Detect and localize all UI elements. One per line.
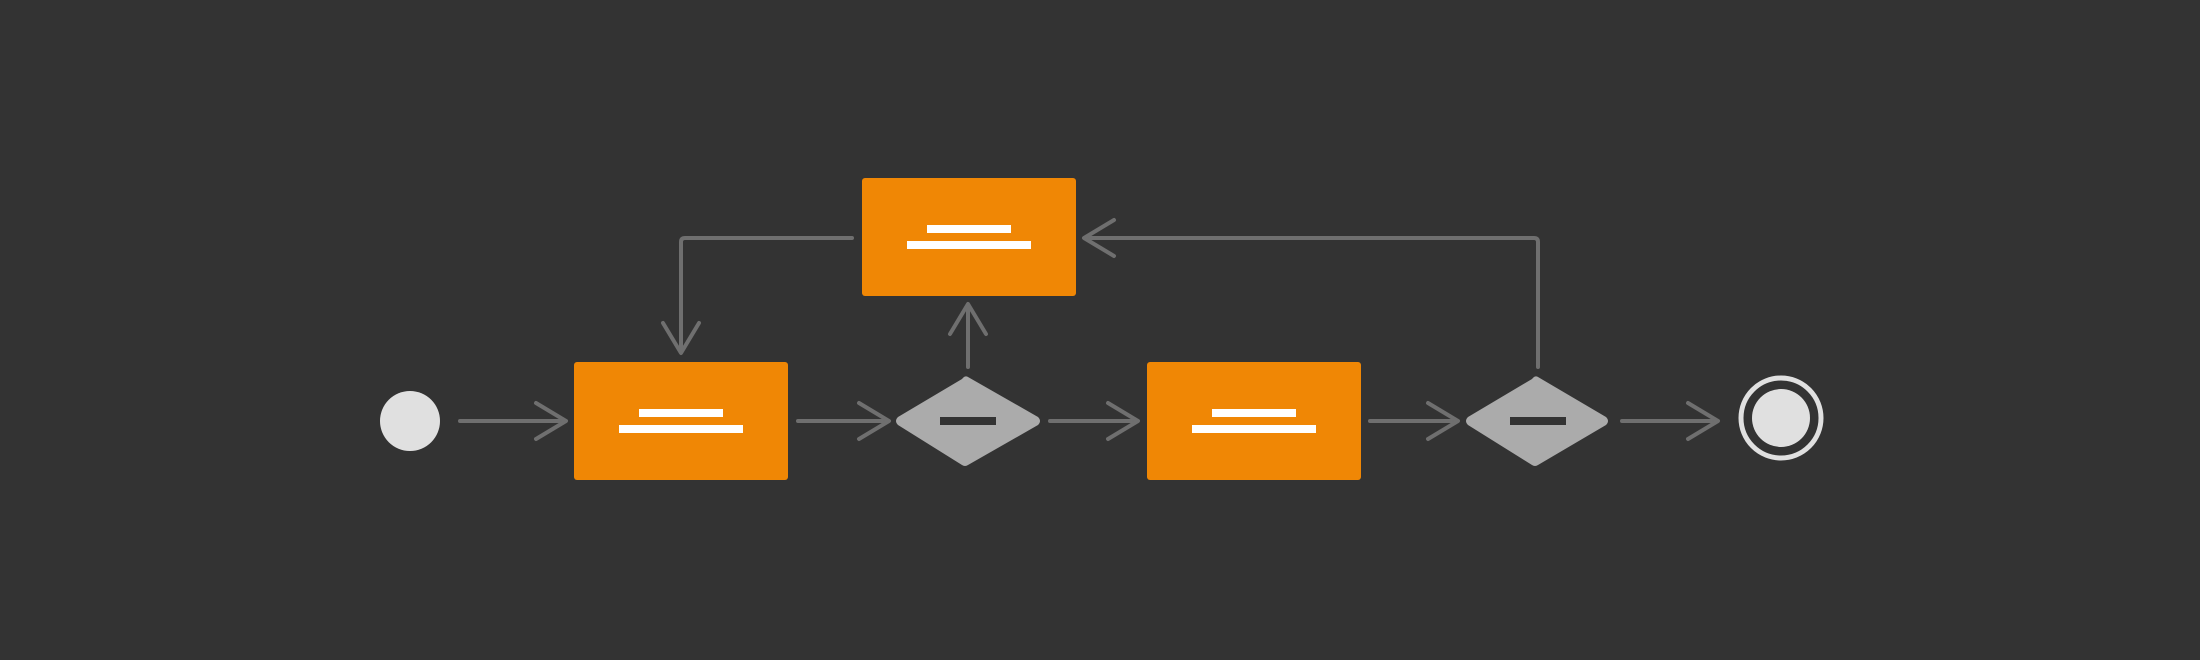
arrowhead-icon: [1686, 401, 1720, 441]
edge-action-2-to-action-1: [661, 236, 854, 355]
text-placeholder-line: [927, 225, 1011, 233]
text-placeholder-line: [1510, 417, 1566, 425]
text-placeholder-line: [907, 241, 1031, 249]
final-node: [1738, 375, 1824, 461]
text-placeholder-line: [940, 417, 996, 425]
decision-node-1: [896, 376, 1040, 466]
initial-node: [380, 391, 440, 451]
edge-action-3-to-decision-2: [1368, 401, 1460, 441]
arrowhead-icon: [1426, 401, 1460, 441]
edge-start-to-action-1: [458, 401, 568, 441]
text-placeholder-line: [1212, 409, 1296, 417]
edge-decision-2-to-end: [1620, 401, 1720, 441]
arrowhead-icon: [534, 401, 568, 441]
edge-action-1-to-decision-1: [796, 401, 891, 441]
action-node-1: [574, 362, 788, 480]
arrowhead-icon: [661, 321, 701, 355]
edge-decision-1-to-action-2: [948, 302, 988, 369]
arrowhead-icon: [1106, 401, 1140, 441]
decision-node-2: [1466, 376, 1608, 466]
arrowhead-icon: [857, 401, 891, 441]
connectors: [458, 218, 1720, 441]
arrowhead-icon: [1082, 218, 1116, 258]
edge-decision-2-to-action-2: [1082, 218, 1540, 369]
action-node-2: [862, 178, 1076, 296]
edge-decision-1-to-action-3: [1048, 401, 1140, 441]
action-node-3: [1147, 362, 1361, 480]
text-placeholder-line: [619, 425, 743, 433]
arrowhead-icon: [948, 302, 988, 336]
text-placeholder-line: [639, 409, 723, 417]
text-placeholder-line: [1192, 425, 1316, 433]
